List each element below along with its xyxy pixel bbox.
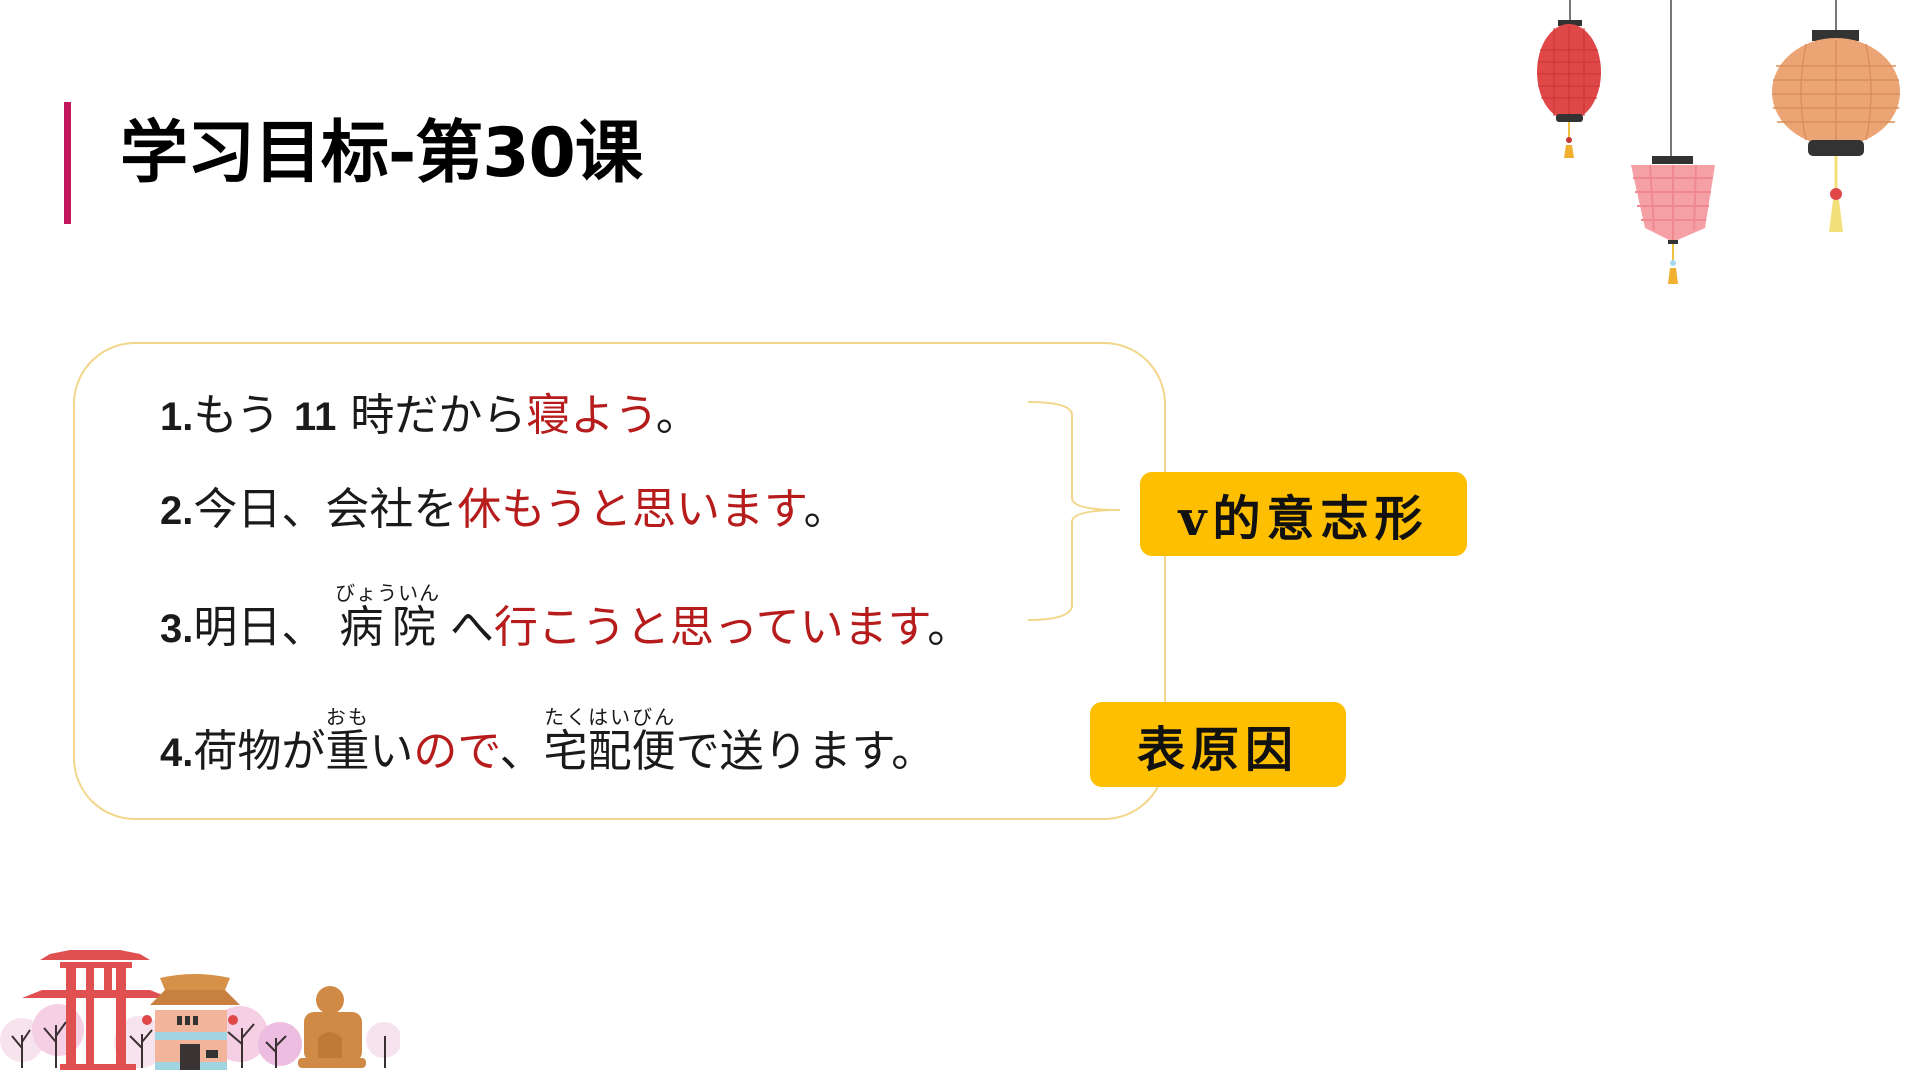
sentence-number: 2. [160, 489, 194, 533]
sentence-1: 1.もう 11 時だから寝よう。 [160, 388, 700, 445]
highlight-volitional: 行こうと思っています [493, 602, 928, 653]
sentences-box [73, 342, 1166, 820]
sentence-text: もう [193, 390, 281, 441]
ruby-takuhaibin: 宅配便たくはいびん [543, 707, 676, 777]
temple-landscape-icon [0, 950, 400, 1070]
curly-brace-icon [1027, 401, 1121, 621]
sentence-text: い [369, 726, 414, 777]
sentence-text: へ [449, 602, 494, 653]
sentence-text: 。 [927, 602, 972, 653]
sentence-text: 荷物が [193, 726, 326, 777]
ruby-omo: 重おも [325, 707, 370, 777]
lanterns-decoration-icon [1537, 0, 1900, 284]
sentence-number: 1. [160, 395, 194, 439]
furigana: たくはいびん [543, 705, 676, 729]
highlight-reason: ので [413, 726, 500, 777]
sentence-3: 3.明日、 病院びょういん へ行こうと思っています。 [160, 582, 971, 657]
page-title: 学习目标-第30课 [120, 114, 643, 193]
volitional-form-label: v的意志形 [1140, 472, 1467, 556]
sentence-number: 4. [160, 731, 194, 775]
ruby-base: 宅配便 [543, 726, 676, 777]
sentence-4: 4.荷物が重おもいので、宅配便たくはいびんで送ります。 [160, 706, 935, 781]
ruby-base: 病院 [335, 602, 441, 653]
highlight-volitional: 寝よう [526, 390, 656, 441]
furigana: びょういん [335, 581, 441, 605]
ruby-base: 重 [325, 726, 370, 777]
title-accent-bar [64, 102, 71, 224]
sentence-text: 。 [655, 390, 700, 441]
furigana: おも [325, 705, 370, 729]
highlight-volitional: 休もうと思います [457, 484, 804, 535]
ruby-byouin: 病院びょういん [335, 583, 440, 653]
sentence-2: 2.今日、会社を休もうと思います。 [160, 482, 848, 539]
sentence-text: で送ります。 [675, 726, 936, 777]
sentence-number-11: 11 [294, 395, 337, 439]
sentence-number: 3. [160, 607, 194, 651]
sentence-text: 明日、 [193, 602, 326, 653]
sentence-text: 。 [803, 484, 848, 535]
sentence-text: 時だから [350, 390, 527, 441]
sentence-text: 、 [499, 726, 544, 777]
reason-label: 表原因 [1090, 702, 1346, 787]
sentence-text: 今日、会社を [193, 484, 458, 535]
